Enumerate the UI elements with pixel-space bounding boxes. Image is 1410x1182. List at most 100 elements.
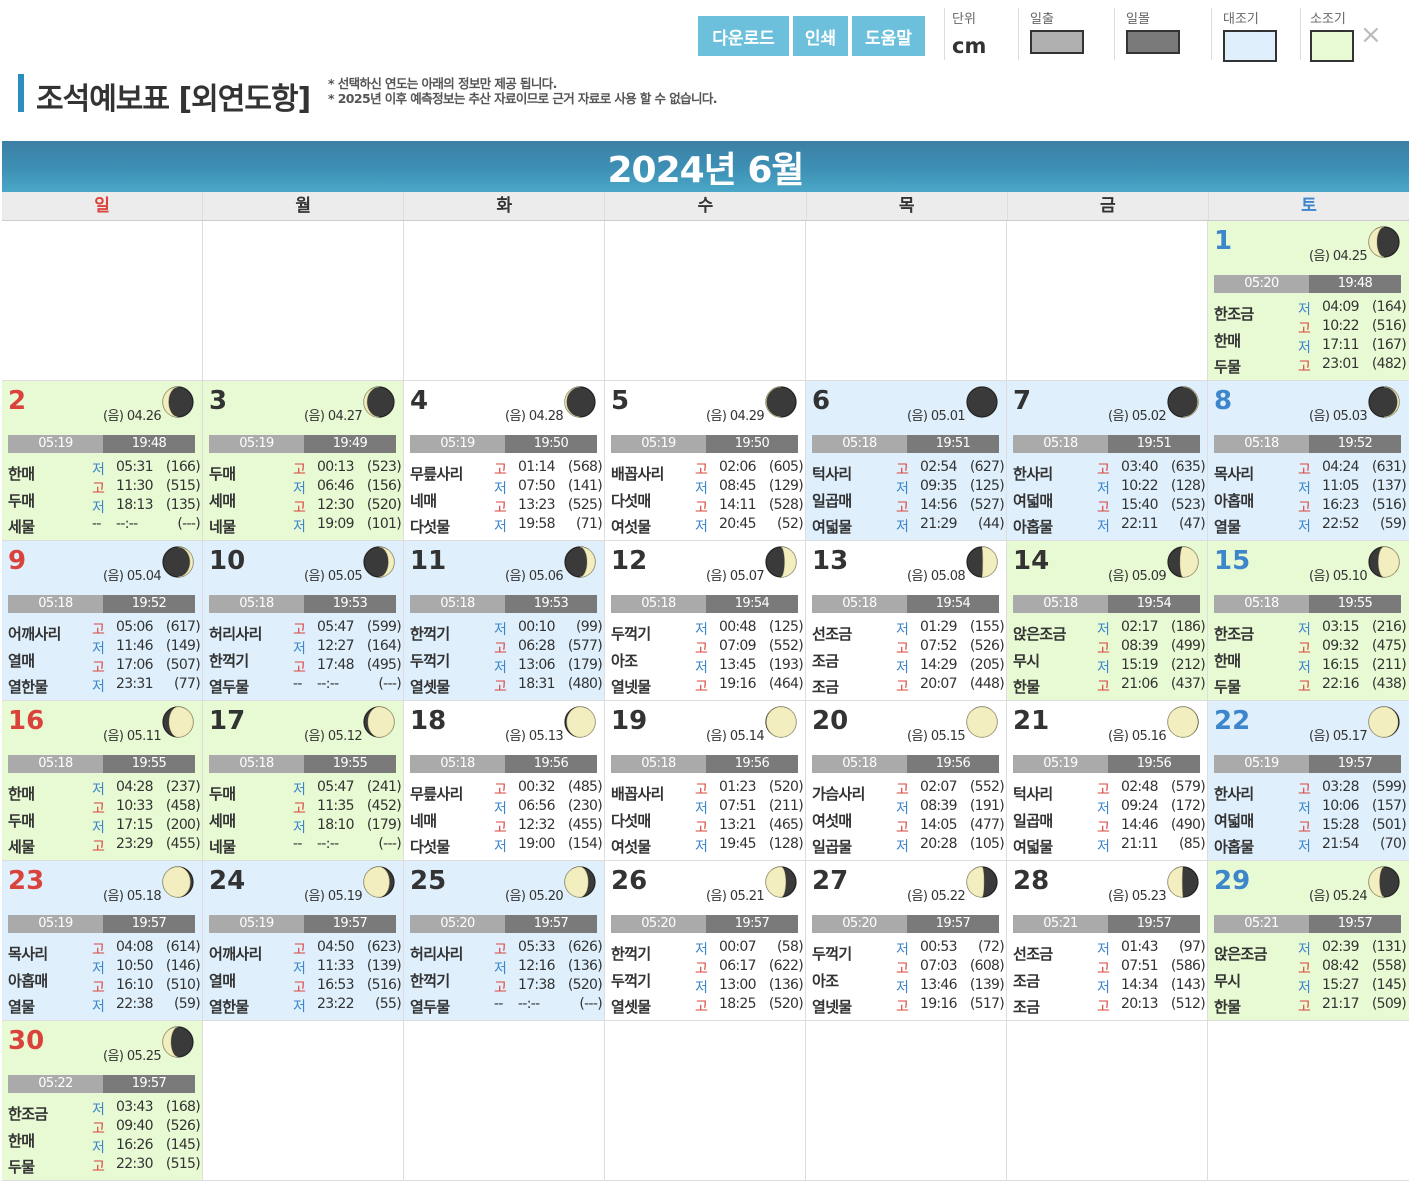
tide-time: 16:15 (1322, 657, 1360, 673)
tide-level: (525) (567, 497, 603, 513)
legend-neap-tide-label: 소조기 (1310, 12, 1346, 27)
tide-time: 13:00 (719, 977, 757, 993)
tide-level: (577) (567, 638, 603, 654)
download-button[interactable]: 다운로드 (698, 16, 789, 56)
sunset-time: 19:56 (1108, 755, 1200, 773)
tide-name: 조금 (1013, 998, 1040, 1016)
tide-name: 배꼽사리 (611, 465, 664, 483)
sunset-time: 19:57 (103, 1075, 195, 1093)
tide-level: (480) (567, 676, 603, 692)
lunar-date: (음) 05.07 (706, 569, 765, 584)
tide-type: 저 (293, 961, 306, 977)
tide-level: (52) (777, 516, 804, 532)
day-number: 13 (812, 546, 849, 576)
tide-name: 여섯물 (611, 838, 651, 856)
tide-type: 고 (494, 462, 507, 478)
tide-name: 일곱매 (812, 492, 852, 510)
tide-time: 13:21 (719, 817, 757, 833)
help-button[interactable]: 도움말 (852, 16, 925, 56)
tide-name: 한매 (1214, 652, 1241, 670)
day-number: 14 (1013, 546, 1050, 576)
tide-level: (552) (768, 638, 804, 654)
tide-level: (---) (177, 516, 200, 532)
tide-level: (464) (768, 676, 804, 692)
tide-level: (125) (768, 619, 804, 635)
tide-name: 조금 (1013, 972, 1040, 990)
tide-time: --:-- (518, 996, 540, 1012)
tide-time: 07:50 (518, 478, 556, 494)
tide-type: 저 (695, 801, 708, 817)
calendar-cell (203, 1021, 404, 1181)
tide-time: 05:47 (317, 619, 355, 635)
sunrise-time: 05:20 (611, 915, 706, 933)
tide-type: 고 (896, 820, 909, 836)
tide-level: (139) (366, 958, 402, 974)
tide-type: 고 (293, 980, 306, 996)
tide-type: 저 (1298, 801, 1311, 817)
tide-type: 저 (1097, 660, 1110, 676)
sunset-time: 19:57 (907, 915, 999, 933)
print-button[interactable]: 인쇄 (793, 16, 848, 56)
tide-type: 저 (494, 839, 507, 855)
top-bar: 다운로드 인쇄 도움말 단위 cm 일출 일몰 대조기 소조기 × 조석예보표 … (0, 0, 1410, 130)
tide-type: 고 (896, 782, 909, 798)
tide-type: -- (92, 516, 101, 532)
tide-time: 15:40 (1121, 497, 1159, 513)
tide-type: 고 (494, 942, 507, 958)
calendar-cell (404, 221, 605, 381)
tide-level: (516) (1371, 318, 1407, 334)
sunset-time: 19:52 (103, 595, 195, 613)
tide-level: (475) (1371, 638, 1407, 654)
moon-phase-icon (765, 546, 797, 578)
tide-level: (125) (969, 478, 1005, 494)
sunrise-time: 05:22 (8, 1075, 103, 1093)
tide-name: 여덟매 (1214, 812, 1254, 830)
tide-level: (216) (1371, 619, 1407, 635)
tide-level: (129) (768, 478, 804, 494)
tide-type: 저 (1298, 302, 1311, 318)
tide-type: 고 (293, 801, 306, 817)
close-icon[interactable]: × (1360, 20, 1382, 50)
tide-level: (211) (1371, 657, 1407, 673)
tide-type: 고 (92, 660, 105, 676)
tide-type: 저 (1298, 942, 1311, 958)
